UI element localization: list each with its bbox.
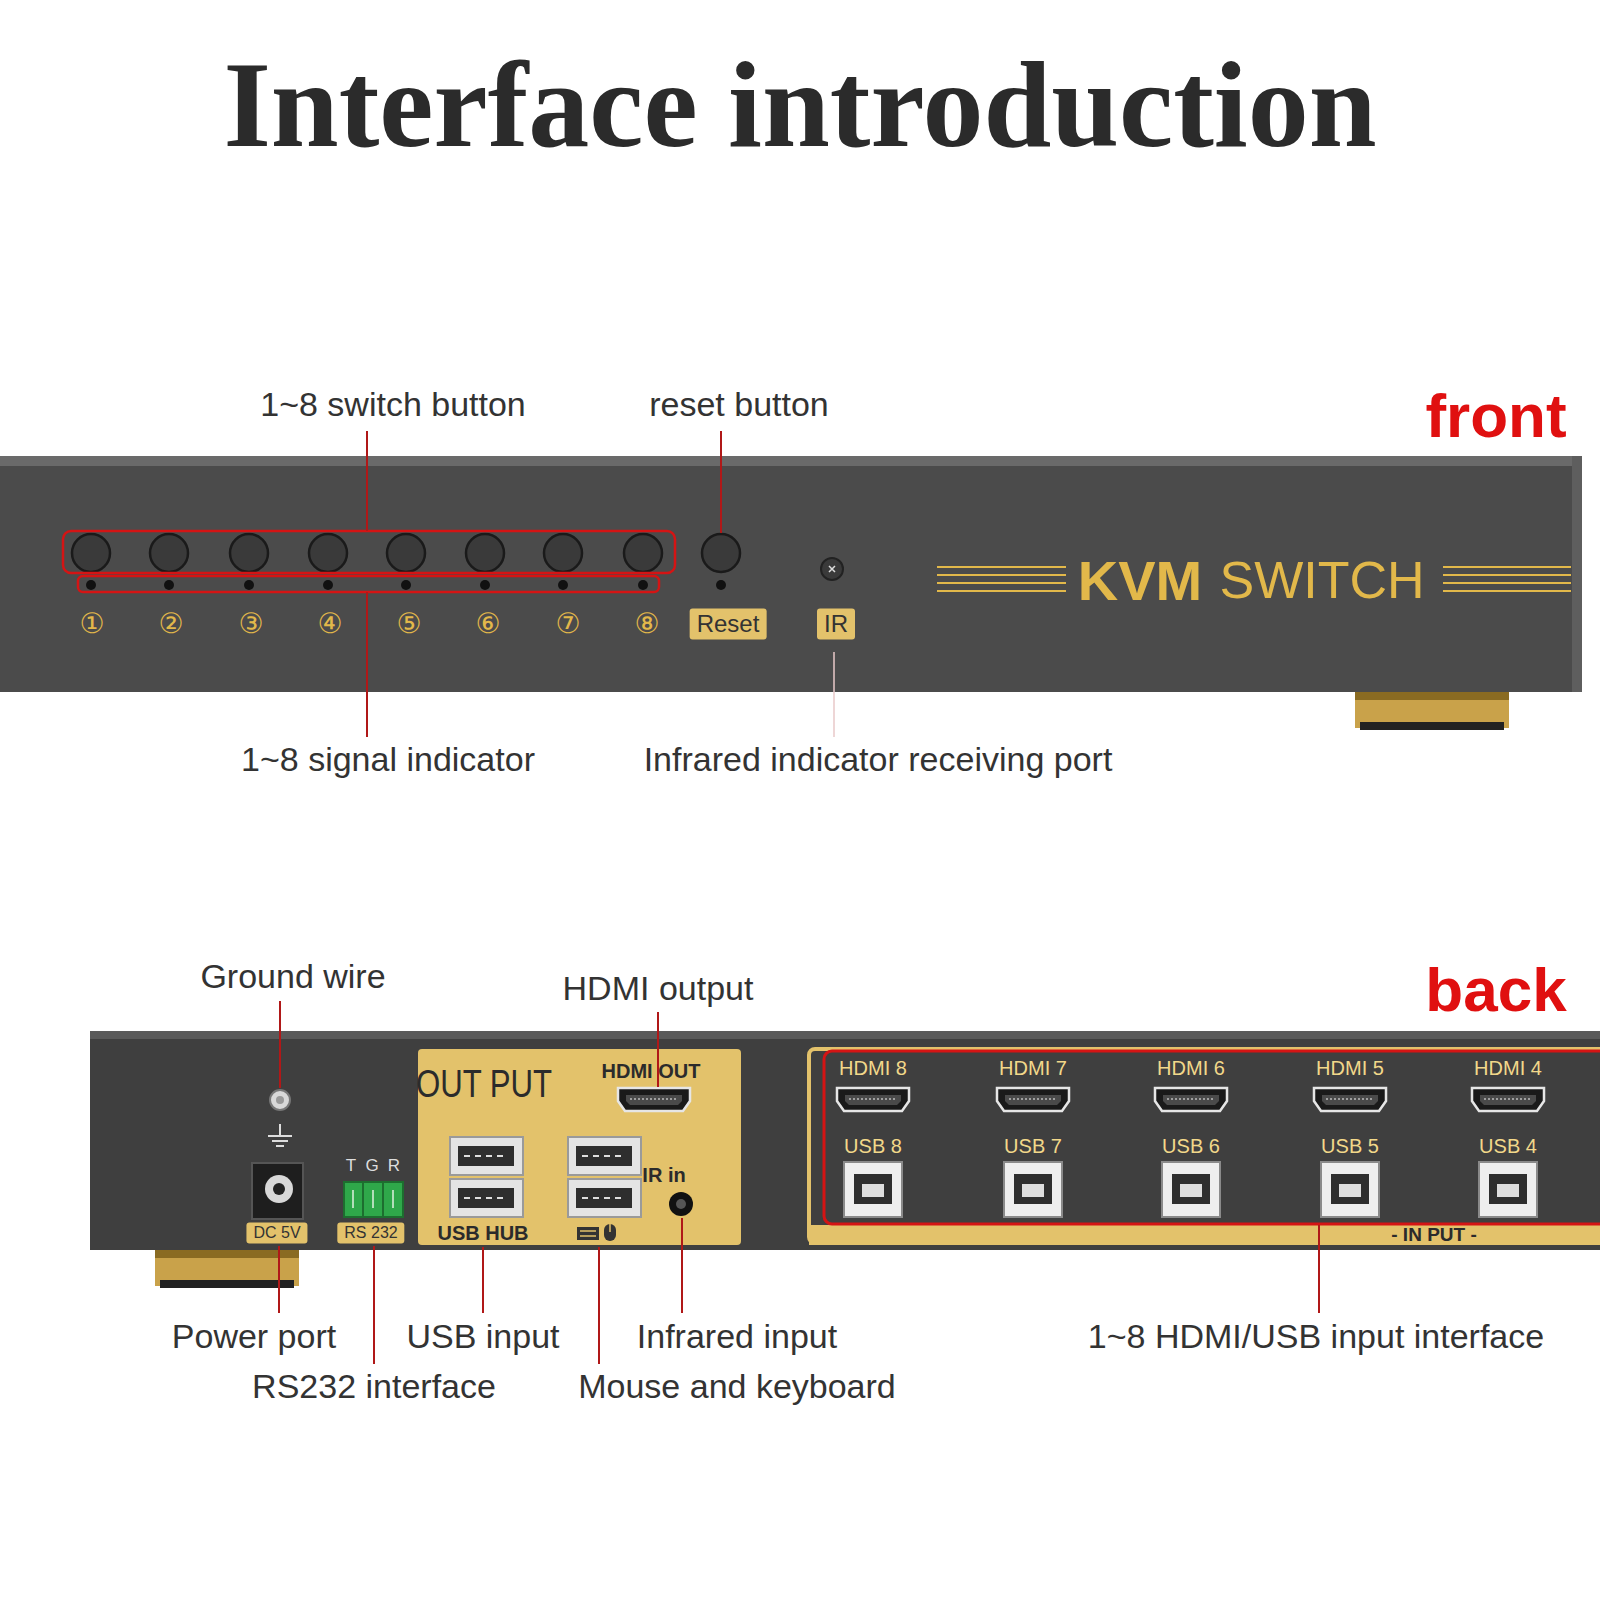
tag-label: Reset xyxy=(690,609,767,640)
panel-text: USB HUB xyxy=(437,1222,528,1245)
port-label: HDMI 7 xyxy=(999,1057,1067,1080)
port-label: USB 7 xyxy=(1004,1135,1062,1158)
port-label: USB 8 xyxy=(844,1135,902,1158)
tag-text: Reset xyxy=(697,610,760,637)
view-label: front xyxy=(1425,380,1566,451)
pin-name: T xyxy=(346,1156,356,1176)
port-number: ② xyxy=(158,608,183,640)
port-number: ① xyxy=(79,608,104,640)
port-number: ⑥ xyxy=(475,608,500,640)
callout-text: 1~8 HDMI/USB input interface xyxy=(1088,1317,1544,1356)
panel-text: HDMI OUT xyxy=(602,1060,701,1083)
callout-text: 1~8 signal indicator xyxy=(241,740,535,779)
port-number: ⑦ xyxy=(555,608,580,640)
panel-text: OUT PUT xyxy=(416,1063,552,1107)
callout-text: Ground wire xyxy=(200,957,385,996)
port-label: HDMI 4 xyxy=(1474,1057,1542,1080)
callout-text: 1~8 switch button xyxy=(260,385,526,424)
port-number: ⑤ xyxy=(396,608,421,640)
port-number: ③ xyxy=(238,608,263,640)
panel-text: - IN PUT - xyxy=(1391,1224,1477,1246)
port-label: USB 5 xyxy=(1321,1135,1379,1158)
callout-text: Infrared indicator receiving port xyxy=(644,740,1113,779)
callout-text: reset button xyxy=(649,385,829,424)
tag-label: IR xyxy=(817,609,855,640)
tag-text: RS 232 xyxy=(344,1224,397,1241)
port-number: ⑧ xyxy=(634,608,659,640)
pin-name: G xyxy=(365,1156,378,1176)
panel-text: IR in xyxy=(642,1164,685,1187)
port-label: HDMI 5 xyxy=(1316,1057,1384,1080)
title: Interface introduction xyxy=(223,35,1376,175)
output-panel: OUT PUT HDMI OUT USB HUB IR in xyxy=(418,1049,741,1245)
tag-text: IR xyxy=(824,610,848,637)
brand-text: SWITCH xyxy=(1219,551,1424,611)
tag-label: RS 232 xyxy=(337,1222,404,1243)
view-label: back xyxy=(1425,954,1566,1025)
callout-text: Power port xyxy=(172,1317,336,1356)
pin-name: R xyxy=(388,1156,400,1176)
callout-text: HDMI output xyxy=(563,969,754,1008)
callout-text: USB input xyxy=(406,1317,559,1356)
input-panel: - IN PUT - xyxy=(809,1049,1600,1245)
port-number: ④ xyxy=(317,608,342,640)
port-label: USB 6 xyxy=(1162,1135,1220,1158)
callout-text: Mouse and keyboard xyxy=(578,1367,896,1406)
port-label: HDMI 8 xyxy=(839,1057,907,1080)
callout-text: RS232 interface xyxy=(252,1367,496,1406)
tag-text: DC 5V xyxy=(253,1224,300,1241)
port-label: USB 4 xyxy=(1479,1135,1537,1158)
callout-text: Infrared input xyxy=(637,1317,837,1356)
port-label: HDMI 6 xyxy=(1157,1057,1225,1080)
tag-label: DC 5V xyxy=(246,1222,307,1243)
brand-text: KVM xyxy=(1078,549,1202,613)
